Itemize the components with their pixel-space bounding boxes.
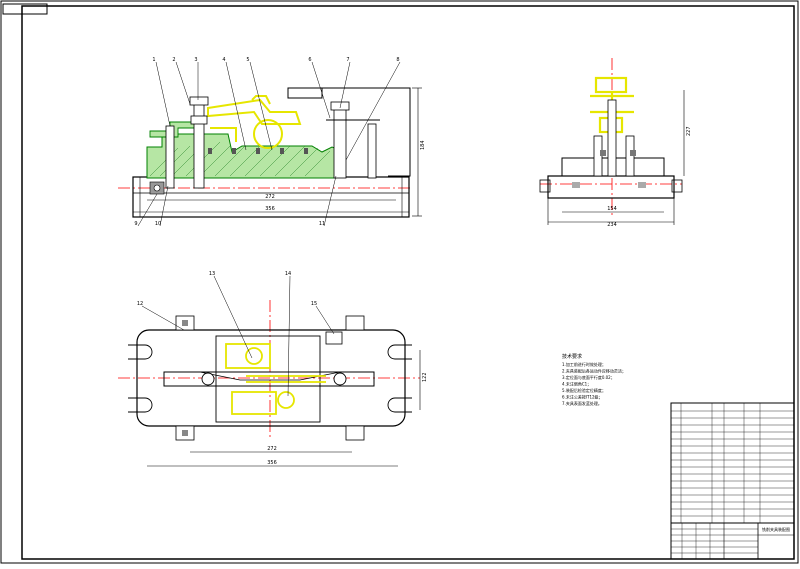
top-callout-label: 14 <box>285 271 291 277</box>
top-callout-label: 12 <box>137 301 143 307</box>
bill-of-materials <box>670 402 795 560</box>
front-callout-leader <box>311 61 331 119</box>
front-callout-label: 4 <box>222 57 225 63</box>
front-callout-label: 5 <box>246 57 249 63</box>
note-line: 2.夹具装配后各运动件应移动灵活； <box>562 368 626 374</box>
front-callout-leader <box>225 61 247 151</box>
front-callout-label: 1 <box>152 57 155 63</box>
notes-heading: 技术要求 <box>562 353 582 360</box>
front-callout-leader <box>345 61 401 161</box>
top-callout-leader <box>213 275 253 359</box>
side-dim-height: 227 <box>686 126 692 136</box>
front-callout-label: 9 <box>134 221 137 227</box>
front-dim-overall: 356 <box>265 206 275 212</box>
note-line: 4.未注倒角C1； <box>562 381 591 387</box>
top-dim-overall: 356 <box>267 460 277 466</box>
top-dim-width: 122 <box>422 372 428 382</box>
front-callout-label: 2 <box>172 57 175 63</box>
front-callout-label: 10 <box>155 221 161 227</box>
side-view: 227 154 234 <box>539 58 692 228</box>
front-callout-leader <box>323 175 337 227</box>
top-callout-label: 15 <box>311 301 317 307</box>
note-line: 6.未注公差按IT12级； <box>562 394 603 400</box>
front-callout-leader <box>175 61 191 105</box>
front-callout-label: 6 <box>308 57 311 63</box>
drawing-title: 铣削夹具装配图 <box>762 526 790 532</box>
top-dim-inner: 272 <box>267 446 277 452</box>
front-callout-leader <box>159 185 169 227</box>
top-callout-label: 13 <box>209 271 215 277</box>
front-callout-leader <box>137 193 158 227</box>
note-line: 1.加工前进行时效处理； <box>562 361 606 367</box>
side-dim-base-width: 234 <box>607 222 617 228</box>
front-callout-label: 11 <box>319 221 325 227</box>
title-block: 铣削夹具装配图 <box>670 522 795 560</box>
top-view: 356 272 122 12 13 14 15 <box>118 271 428 467</box>
front-callout-label: 8 <box>396 57 399 63</box>
top-callout-leader <box>141 305 185 331</box>
top-callout-leader <box>287 275 291 397</box>
front-dim-inner: 272 <box>265 194 275 200</box>
front-callout-leader <box>249 61 273 151</box>
front-dim-height: 184 <box>420 140 426 150</box>
note-line: 7.夹具表面发蓝处理。 <box>562 400 602 406</box>
note-line: 5.装配后检验定位精度； <box>562 387 606 393</box>
front-callout-leader <box>155 61 171 127</box>
note-line: 3.定位面与底面平行度0.02； <box>562 374 615 380</box>
front-view: 356 272 184 1 2 3 4 5 6 7 8 9 10 11 <box>118 57 426 227</box>
front-callout-label: 3 <box>194 57 197 63</box>
top-callout-leader <box>315 305 335 335</box>
side-dim-base-inner: 154 <box>607 206 617 212</box>
front-callout-leader <box>339 61 351 109</box>
technical-notes: 技术要求 1.加工前进行时效处理；2.夹具装配后各运动件应移动灵活；3.定位面与… <box>562 353 626 406</box>
front-callout-label: 7 <box>346 57 349 63</box>
